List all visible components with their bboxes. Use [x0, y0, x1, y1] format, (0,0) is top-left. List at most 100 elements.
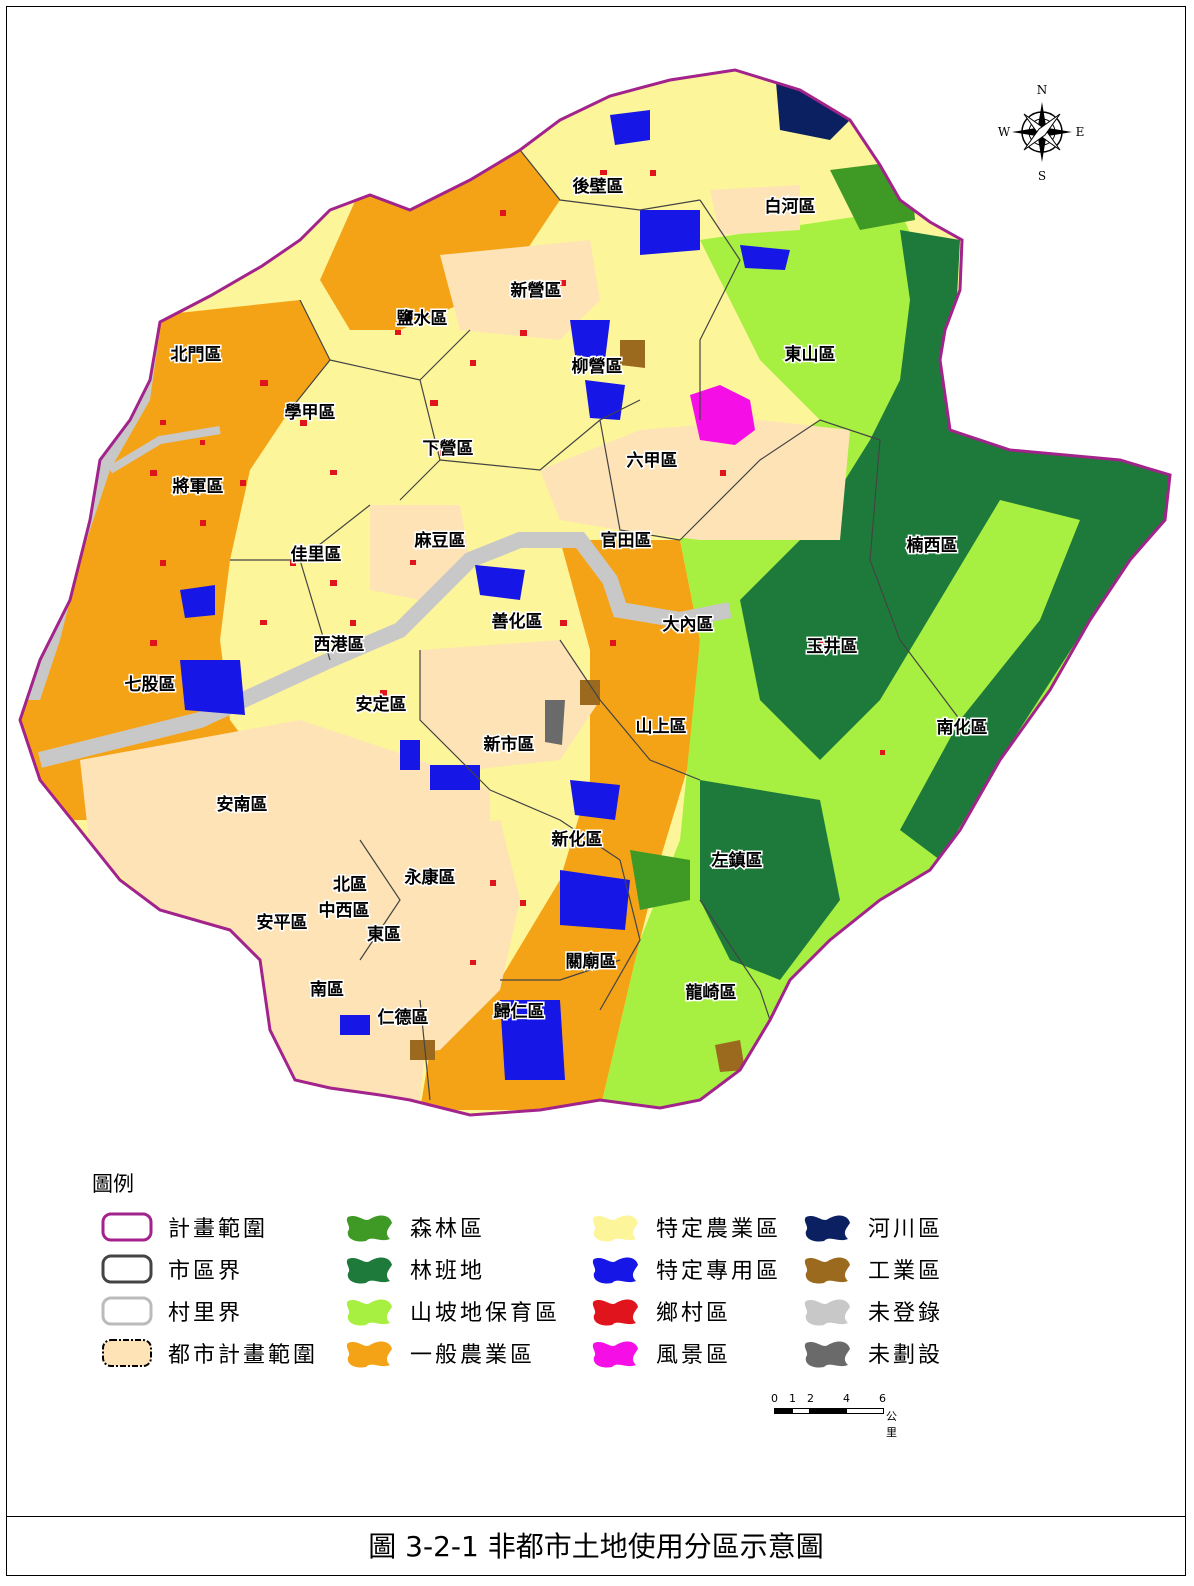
legend-item: 特定農業區: [588, 1210, 781, 1244]
special-use-2: [640, 210, 700, 255]
special-use-4: [585, 380, 625, 420]
legend-item: 風景區: [588, 1336, 731, 1370]
special-use-8: [560, 870, 630, 930]
legend-swatch: [101, 1212, 153, 1242]
legend-label: 林班地: [410, 1259, 486, 1284]
special-use-5: [475, 565, 525, 600]
special-use-1: [610, 110, 650, 145]
legend-swatch: [346, 1341, 392, 1368]
urban-plan-tainan-core: [320, 820, 520, 1060]
legend-label: 森林區: [410, 1217, 486, 1242]
legend-item: 森林區: [342, 1210, 485, 1244]
legend-item: 未劃設: [800, 1336, 943, 1370]
urban-plan-baihe: [710, 185, 800, 235]
legend-label: 未登錄: [868, 1301, 944, 1326]
district-label: 新營區: [511, 280, 562, 301]
legend-swatch: [804, 1341, 850, 1368]
special-use-3: [570, 320, 610, 360]
scale-tick-label: 0: [771, 1392, 778, 1405]
district-label: 六甲區: [627, 450, 678, 471]
legend-label: 村里界: [168, 1301, 244, 1326]
district-label: 山上區: [636, 717, 687, 737]
district-label: 東區: [367, 924, 401, 945]
legend-swatch: [346, 1299, 392, 1326]
district-label: 善化區: [492, 611, 543, 632]
special-use-12: [340, 1015, 370, 1035]
zone-forest-reserve-south: [700, 780, 840, 980]
special-use-14: [430, 765, 480, 790]
district-label: 安南區: [217, 794, 268, 815]
legend-item: 山坡地保育區: [342, 1294, 560, 1328]
legend-label: 風景區: [656, 1343, 732, 1368]
special-use-10: [180, 585, 215, 618]
district-label: 七股區: [125, 675, 176, 695]
legend-item: 市區界: [100, 1252, 243, 1286]
industrial-4: [410, 1040, 435, 1060]
land-use-map: 後壁區白河區新營區鹽水區北門區柳營區東山區學甲區下營區六甲區將軍區麻豆區官田區楠…: [18, 68, 1172, 1117]
district-label: 歸仁區: [494, 1001, 545, 1022]
district-label: 白河區: [765, 196, 816, 217]
legend-item: 一般農業區: [342, 1336, 535, 1370]
district-label: 麻豆區: [414, 530, 466, 551]
district-label: 仁德區: [378, 1007, 429, 1028]
district-label: 後壁區: [573, 176, 624, 197]
district-label: 學甲區: [285, 403, 336, 423]
scale-tick-label: 6: [879, 1392, 886, 1405]
legend-swatch: [346, 1257, 392, 1284]
legend-label: 鄉村區: [656, 1301, 732, 1326]
compass-south: S: [1038, 169, 1046, 183]
district-label: 下營區: [423, 438, 474, 459]
special-use-7: [570, 780, 620, 820]
district-label: 南化區: [937, 717, 988, 738]
legend-label: 一般農業區: [410, 1343, 536, 1368]
special-use-11: [400, 740, 420, 770]
legend-swatch: [102, 1339, 152, 1367]
legend-item: 特定專用區: [588, 1252, 781, 1286]
district-label: 左鎮區: [712, 850, 763, 871]
scale-tick-label: 1: [789, 1392, 796, 1405]
legend-title: 圖例: [92, 1172, 134, 1196]
legend-swatch: [804, 1257, 850, 1284]
district-label: 西港區: [314, 634, 365, 655]
zone-forest-reserve-east: [740, 230, 1170, 860]
scale-tick-label: 2: [807, 1392, 814, 1405]
legend-swatch: [592, 1215, 638, 1242]
district-label: 將軍區: [173, 476, 224, 497]
river-zengwen: [38, 532, 732, 768]
urban-plan-xinying: [440, 240, 600, 340]
legend-item: 工業區: [800, 1252, 943, 1286]
legend-label: 計畫範圍: [168, 1217, 269, 1242]
legend-label: 都市計畫範圍: [168, 1343, 319, 1368]
legend-label: 工業區: [868, 1259, 944, 1284]
zone-general-agri-central: [420, 540, 700, 1110]
caption-rule: [6, 1516, 1186, 1517]
compass-east: E: [1076, 125, 1085, 139]
district-label: 玉井區: [807, 636, 858, 657]
district-label: 官田區: [601, 530, 652, 551]
district-label: 關廟區: [566, 951, 617, 972]
figure-caption: 圖 3-2-1 非都市土地使用分區示意圖: [368, 1530, 824, 1563]
district-label: 永康區: [404, 867, 456, 888]
district-label: 新化區: [552, 829, 603, 850]
district-label: 中西區: [319, 900, 370, 921]
river-yanshui: [107, 426, 221, 474]
special-use-9: [500, 1000, 565, 1080]
scale-bar-segments: [774, 1408, 884, 1414]
rural-village-dots: [150, 170, 885, 965]
district-label: 鹽水區: [397, 308, 448, 329]
scale-tick-label: 4: [843, 1392, 850, 1405]
legend-item: 河川區: [800, 1210, 943, 1244]
district-boundaries: [230, 149, 961, 1101]
district-labels: 後壁區白河區新營區鹽水區北門區柳營區東山區學甲區下營區六甲區將軍區麻豆區官田區楠…: [123, 175, 989, 1030]
undesignated-1: [545, 700, 565, 745]
district-label: 東山區: [785, 344, 836, 365]
legend-label: 特定農業區: [656, 1217, 782, 1242]
legend-label: 市區界: [168, 1259, 244, 1284]
legend-swatch: [592, 1257, 638, 1284]
legend-item: 鄉村區: [588, 1294, 731, 1328]
district-label: 北門區: [171, 345, 222, 365]
district-label: 南區: [310, 979, 344, 1000]
district-label: 龍崎區: [686, 982, 737, 1003]
